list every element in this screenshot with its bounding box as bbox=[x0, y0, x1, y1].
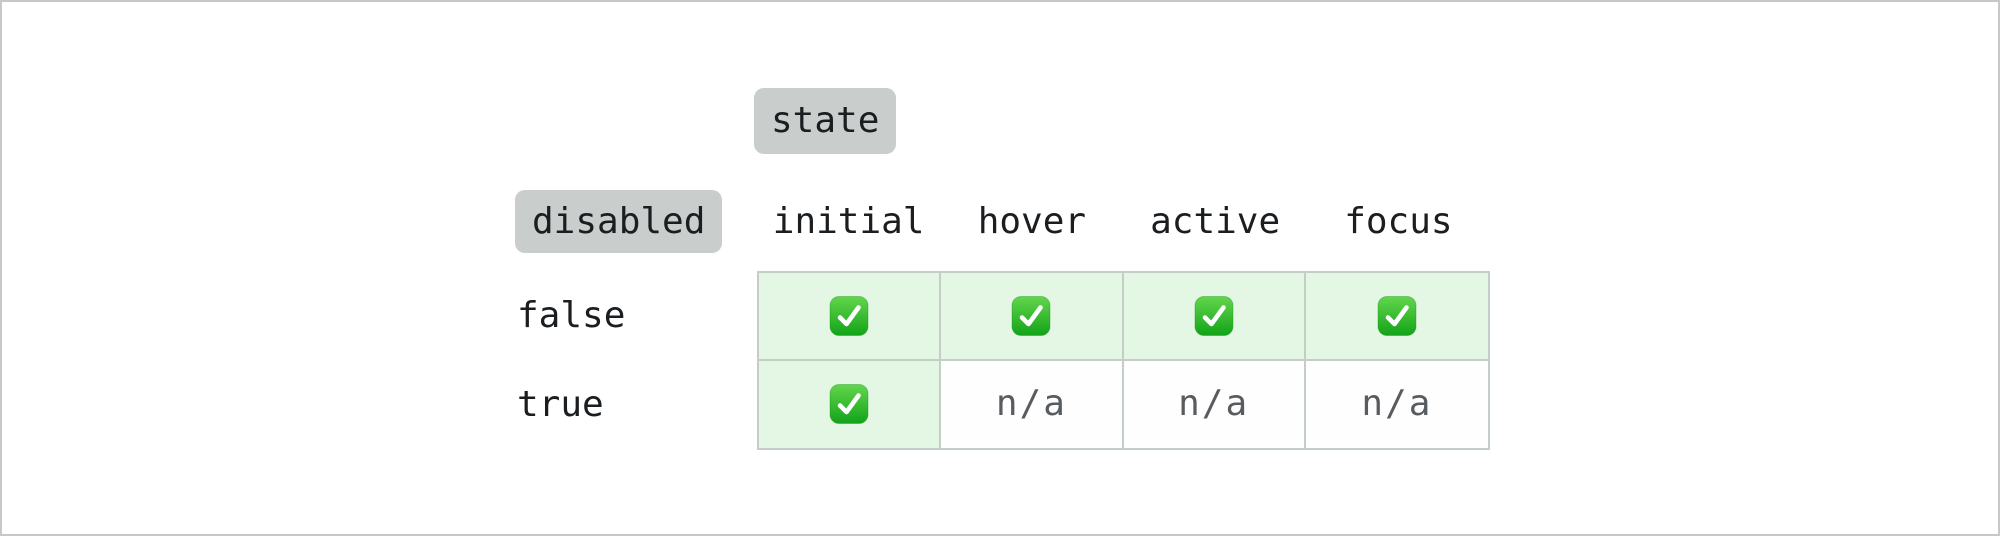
state-axis-badge-label: state bbox=[771, 100, 880, 141]
row-label-false: false bbox=[517, 294, 626, 336]
cell-false-initial bbox=[759, 273, 942, 361]
matrix-table: n/a n/a n/a bbox=[757, 271, 1490, 450]
cell-false-focus bbox=[1305, 273, 1488, 361]
cell-true-initial bbox=[759, 360, 942, 448]
cell-true-hover: n/a bbox=[941, 360, 1124, 448]
column-header-row: initial hover active focus bbox=[757, 190, 1490, 253]
disabled-axis-badge: disabled bbox=[515, 190, 723, 253]
check-mark-emoji-icon bbox=[1194, 295, 1234, 337]
check-mark-emoji-icon bbox=[829, 383, 869, 425]
column-header-focus: focus bbox=[1344, 200, 1453, 242]
cell-false-hover bbox=[941, 273, 1124, 361]
cell-true-focus: n/a bbox=[1305, 360, 1488, 448]
column-header-initial: initial bbox=[772, 200, 925, 242]
check-mark-emoji-icon bbox=[1377, 295, 1417, 337]
column-header-hover: hover bbox=[977, 200, 1087, 242]
check-mark-emoji-icon bbox=[1011, 295, 1051, 337]
column-header-active: active bbox=[1150, 200, 1281, 242]
check-mark-emoji-icon bbox=[829, 295, 869, 337]
row-label-true: true bbox=[517, 384, 604, 425]
state-axis-badge: state bbox=[754, 88, 897, 154]
na-value: n/a bbox=[1178, 383, 1250, 425]
cell-true-active: n/a bbox=[1123, 360, 1306, 448]
cell-false-active bbox=[1123, 273, 1306, 361]
na-value: n/a bbox=[995, 383, 1067, 425]
disabled-axis-badge-label: disabled bbox=[532, 200, 706, 242]
na-value: n/a bbox=[1361, 383, 1433, 425]
